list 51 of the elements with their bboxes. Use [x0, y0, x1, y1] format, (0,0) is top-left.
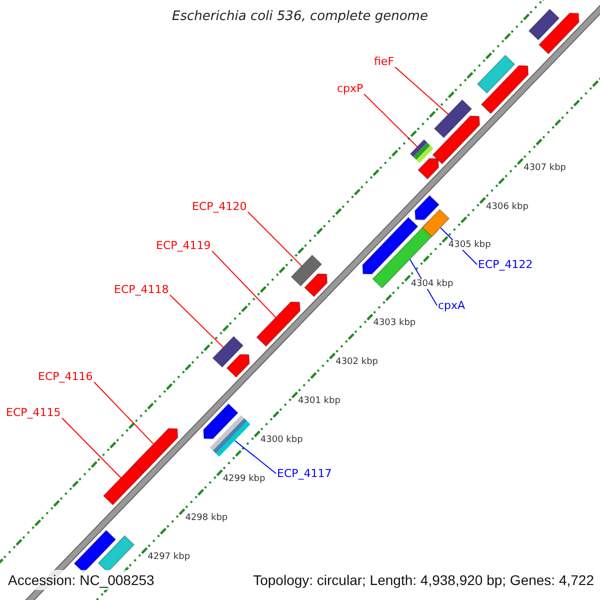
gene-feature — [226, 354, 250, 378]
gene-feature — [417, 158, 440, 180]
gene-bar — [434, 99, 472, 138]
scale-label: 4307 kbp — [524, 162, 566, 173]
gene-label: fieF — [374, 55, 394, 68]
gene-bar — [528, 8, 560, 41]
gene-label: ECP_4120 — [192, 200, 247, 213]
leader-line — [234, 440, 276, 474]
leader-line — [94, 382, 154, 445]
scale-label: 4300 kbp — [260, 434, 303, 445]
leader-line — [248, 212, 302, 267]
gene-feature — [304, 273, 328, 298]
scale-label: 4302 kbp — [336, 357, 378, 368]
gene-feature — [432, 116, 480, 165]
title: Escherichia coli 536, complete genome — [171, 9, 429, 24]
gene-label: ECP_4119 — [156, 239, 211, 252]
gene-feature — [256, 301, 301, 347]
gene-bar — [422, 208, 450, 238]
gene-label: ECP_4115 — [6, 406, 61, 419]
gene-label: ECP_4117 — [277, 467, 332, 480]
gene-feature — [134, 428, 178, 474]
gene-label: ECP_4118 — [114, 283, 169, 296]
gene-feature — [538, 12, 580, 55]
scale-label: 4297 kbp — [148, 552, 190, 562]
genome-info-text: Topology: circular; Length: 4,938,920 bp; Genes: 4,722 — [253, 572, 594, 588]
gene-bar — [410, 139, 434, 163]
gene-feature — [480, 65, 529, 114]
scale-label: 4301 kbp — [298, 396, 340, 406]
gene-label: cpxA — [438, 299, 466, 312]
scale-label: 4299 kbp — [222, 474, 266, 484]
leader-line — [364, 94, 418, 148]
gene-feature — [362, 216, 418, 275]
gene-bar — [98, 535, 135, 573]
gene-feature — [202, 403, 239, 440]
leader-line — [170, 294, 224, 348]
scale-label: 4303 kbp — [373, 318, 416, 328]
leader-line — [394, 66, 450, 115]
leader-line — [212, 250, 276, 318]
gene-bar — [212, 336, 244, 368]
leader-line — [62, 418, 122, 478]
gene-bar — [476, 54, 516, 94]
gene-bar — [210, 415, 250, 457]
gene-feature — [102, 464, 144, 506]
scale-label: 4304 kbp — [410, 279, 454, 290]
gene-label: ECP_4122 — [478, 258, 533, 271]
scale-label: 4305 kbp — [448, 240, 491, 250]
gene-bar — [290, 254, 322, 287]
scale-label: 4298 kbp — [185, 512, 228, 523]
gene-label: ECP_4116 — [38, 370, 93, 383]
gene-label: cpxP — [337, 82, 364, 95]
scale-label: 4306 kbp — [486, 202, 528, 212]
